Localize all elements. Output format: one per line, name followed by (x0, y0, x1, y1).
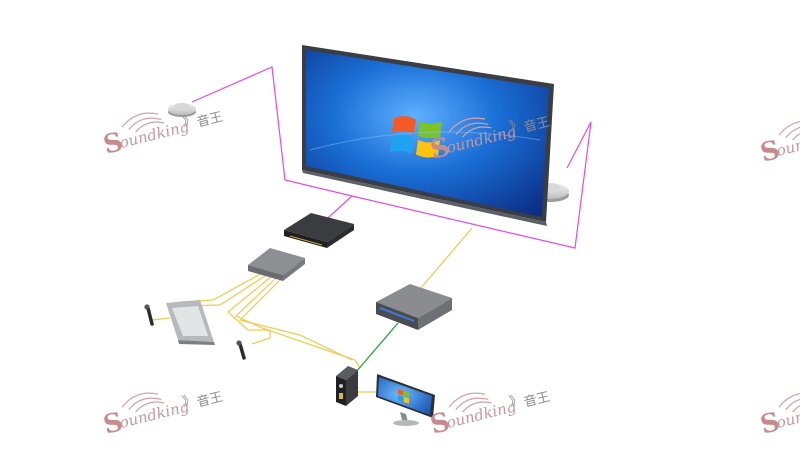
watermark-swoosh-icon (121, 392, 165, 413)
watermark-brand: oundking (775, 125, 800, 160)
wireless-microphone-left (144, 304, 154, 326)
desktop-computer (336, 366, 358, 406)
windows-logo (390, 116, 442, 158)
watermark-marks: 》 (181, 392, 197, 410)
watermark-marks: 》 (181, 112, 197, 130)
matrix-to-display-cable (414, 227, 473, 296)
matrix-switcher (376, 284, 452, 330)
watermark-swoosh-icon (778, 392, 800, 413)
watermark-chinese: 音王 (195, 389, 224, 411)
network-cables (355, 322, 399, 373)
rack-amplifier (284, 213, 354, 248)
watermark-swoosh-icon (448, 117, 492, 138)
watermark-brand: oundking (775, 397, 800, 432)
watermark-marks: 》 (508, 117, 524, 135)
ceiling-speaker-left (168, 103, 196, 117)
watermark-chinese: 音王 (195, 109, 224, 131)
watermark-chinese: 音王 (522, 114, 551, 136)
watermark-swoosh-icon (448, 392, 492, 413)
watermark-chinese: 音王 (522, 389, 551, 411)
wireless-microphone-right (236, 340, 246, 360)
large-display-screen (302, 45, 554, 226)
monitor (376, 374, 435, 426)
watermark-swoosh-icon (121, 112, 165, 133)
watermark-marks: 》 (508, 392, 524, 410)
signal-cables (151, 227, 473, 393)
touch-control-panel (166, 300, 215, 345)
audio-processor (248, 248, 305, 281)
watermark-swoosh-icon (778, 120, 800, 141)
